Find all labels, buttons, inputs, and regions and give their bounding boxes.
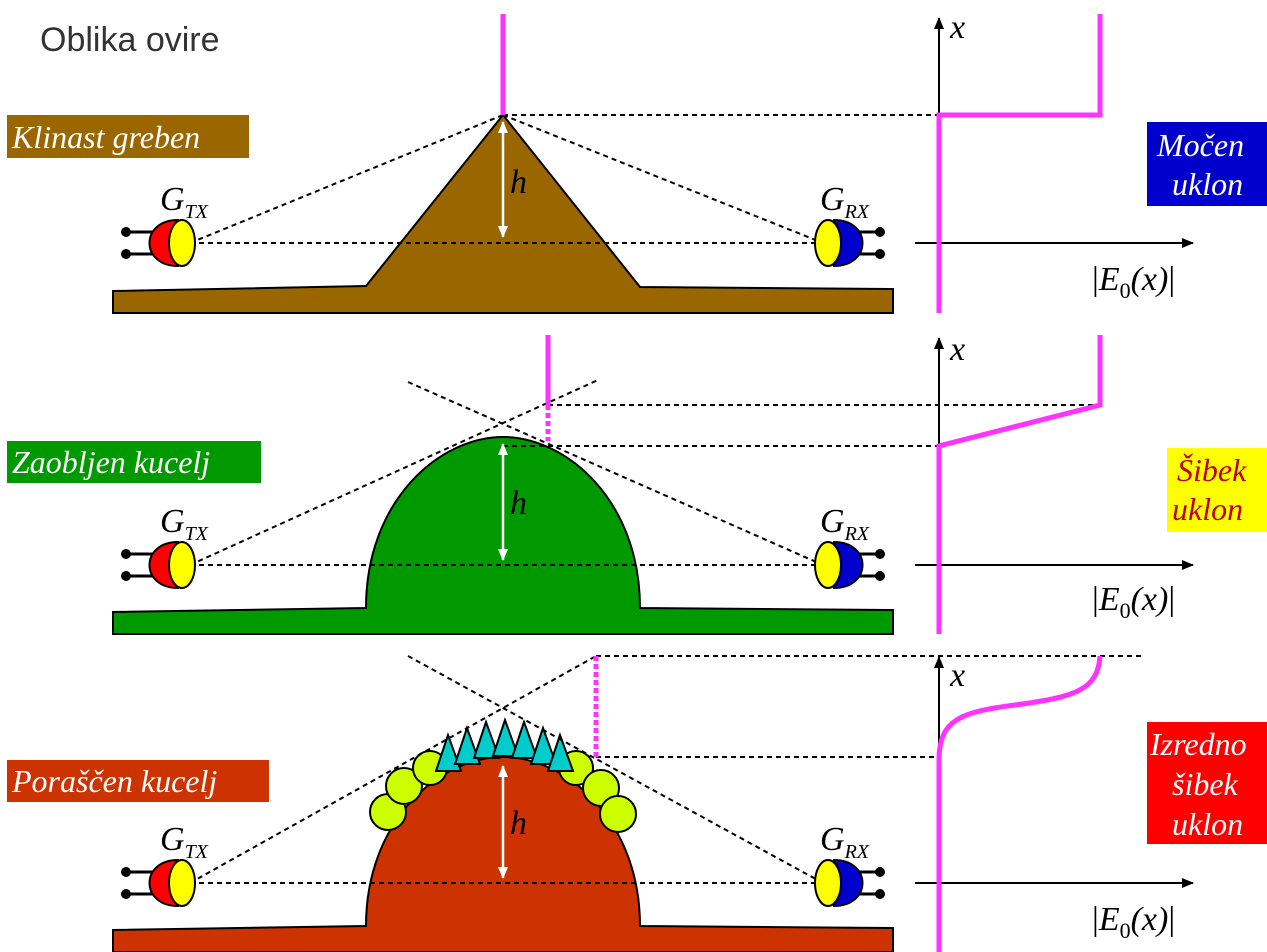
obstacle-label-bg: [7, 115, 249, 158]
rx-antenna: [814, 540, 885, 590]
field-curve: [936, 335, 1103, 634]
x-axis-label: x: [949, 9, 965, 46]
field-axis-label: |E0(x)|: [1092, 901, 1175, 943]
obstacle-label: Poraščen kucelj: [11, 763, 217, 799]
diffraction-label-line-1: Močen: [1156, 127, 1244, 163]
height-label: h: [510, 485, 527, 522]
diffraction-label-line-2: uklon: [1172, 166, 1243, 202]
obstacle-label-bg: [7, 760, 269, 802]
x-axis-label: x: [949, 657, 965, 694]
trees: [369, 750, 637, 833]
height-label: h: [510, 164, 527, 201]
tx-antenna: [121, 540, 196, 590]
tx-antenna: [121, 218, 196, 268]
obstacle-label-bg: [7, 441, 261, 483]
rx-antenna: [814, 218, 885, 268]
field-axis-label: |E0(x)|: [1092, 261, 1175, 303]
rx-antenna-label: GRX: [820, 821, 870, 863]
tx-antenna-label: GTX: [160, 821, 209, 863]
row-rounded-hill: Zaobljen kucelj h GTX GRX x: [7, 331, 1267, 635]
ray-tx: [189, 379, 599, 566]
rx-antenna: [814, 858, 885, 908]
page-title: Oblika ovire: [40, 21, 220, 59]
diffraction-label-bg: [1147, 122, 1267, 206]
tx-antenna: [121, 858, 196, 908]
tx-antenna-label: GTX: [160, 503, 209, 545]
ray-rx: [407, 655, 824, 884]
field-curve: [936, 14, 1103, 313]
row-knife-edge: Klinast greben h GTX GRX: [7, 9, 1267, 314]
diffraction-label-line-3: uklon: [1172, 806, 1243, 842]
ray-tx: [189, 114, 504, 244]
obstacle-label: Zaobljen kucelj: [12, 444, 210, 480]
field-axis-label: |E0(x)|: [1092, 581, 1175, 623]
ray-tx: [189, 655, 597, 884]
field-curve: [936, 655, 1103, 952]
ray-rx: [502, 114, 824, 244]
diffraction-label-bg: [1147, 722, 1267, 844]
diffraction-label-line-1: Izredno: [1149, 726, 1247, 762]
rx-antenna-label: GRX: [820, 181, 870, 223]
ray-rx: [407, 381, 824, 566]
x-axis-label: x: [949, 331, 965, 368]
bushes: [434, 716, 575, 772]
row-vegetated-hill: Poraščen kucelj h GTX GRX x: [7, 655, 1267, 952]
diffraction-label-line-1: Šibek: [1177, 452, 1247, 488]
rx-antenna-label: GRX: [820, 503, 870, 545]
diffraction-label-line-2: šibek: [1172, 766, 1239, 802]
height-label: h: [510, 805, 527, 842]
obstacle-label: Klinast greben: [11, 119, 200, 155]
tx-antenna-label: GTX: [160, 181, 209, 223]
diffraction-label-bg: [1167, 448, 1267, 532]
diffraction-label-line-2: uklon: [1172, 491, 1243, 527]
